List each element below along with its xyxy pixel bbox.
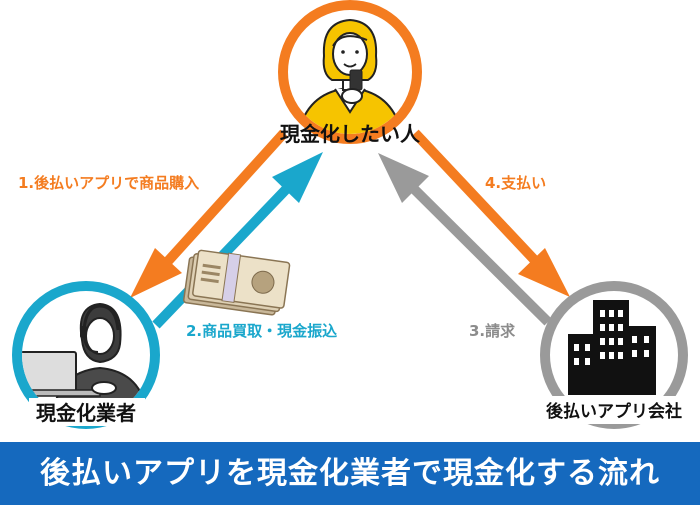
arrow-step1 (130, 129, 288, 298)
node-label-bg-company (531, 396, 697, 424)
money-bundle-icon (183, 249, 291, 316)
arrow-step3 (378, 153, 552, 326)
step4-label: 4.支払い (485, 174, 546, 192)
node-company: 後払いアプリ会社 (531, 281, 697, 429)
node-dealer: 現金化業者 (12, 281, 160, 429)
node-label-company: 後払いアプリ会社 (546, 401, 682, 422)
node-label-person: 現金化したい人 (280, 122, 421, 146)
arrow-step4 (411, 129, 570, 297)
step1-label: 1.後払いアプリで商品購入 (18, 174, 199, 192)
node-person: 現金化したい人 (278, 0, 422, 146)
diagram-canvas: 現金化したい人 現金化業者 (12, 0, 697, 429)
node-label-bg-dealer (29, 398, 145, 426)
arrow-step2 (152, 152, 323, 329)
step3-label: 3.請求 (469, 322, 516, 340)
node-label-dealer: 現金化業者 (36, 401, 136, 425)
step2-label: 2.商品買取・現金振込 (186, 322, 337, 340)
banner-title: 後払いアプリを現金化業者で現金化する流れ (0, 442, 700, 505)
office-building-icon (568, 300, 656, 395)
